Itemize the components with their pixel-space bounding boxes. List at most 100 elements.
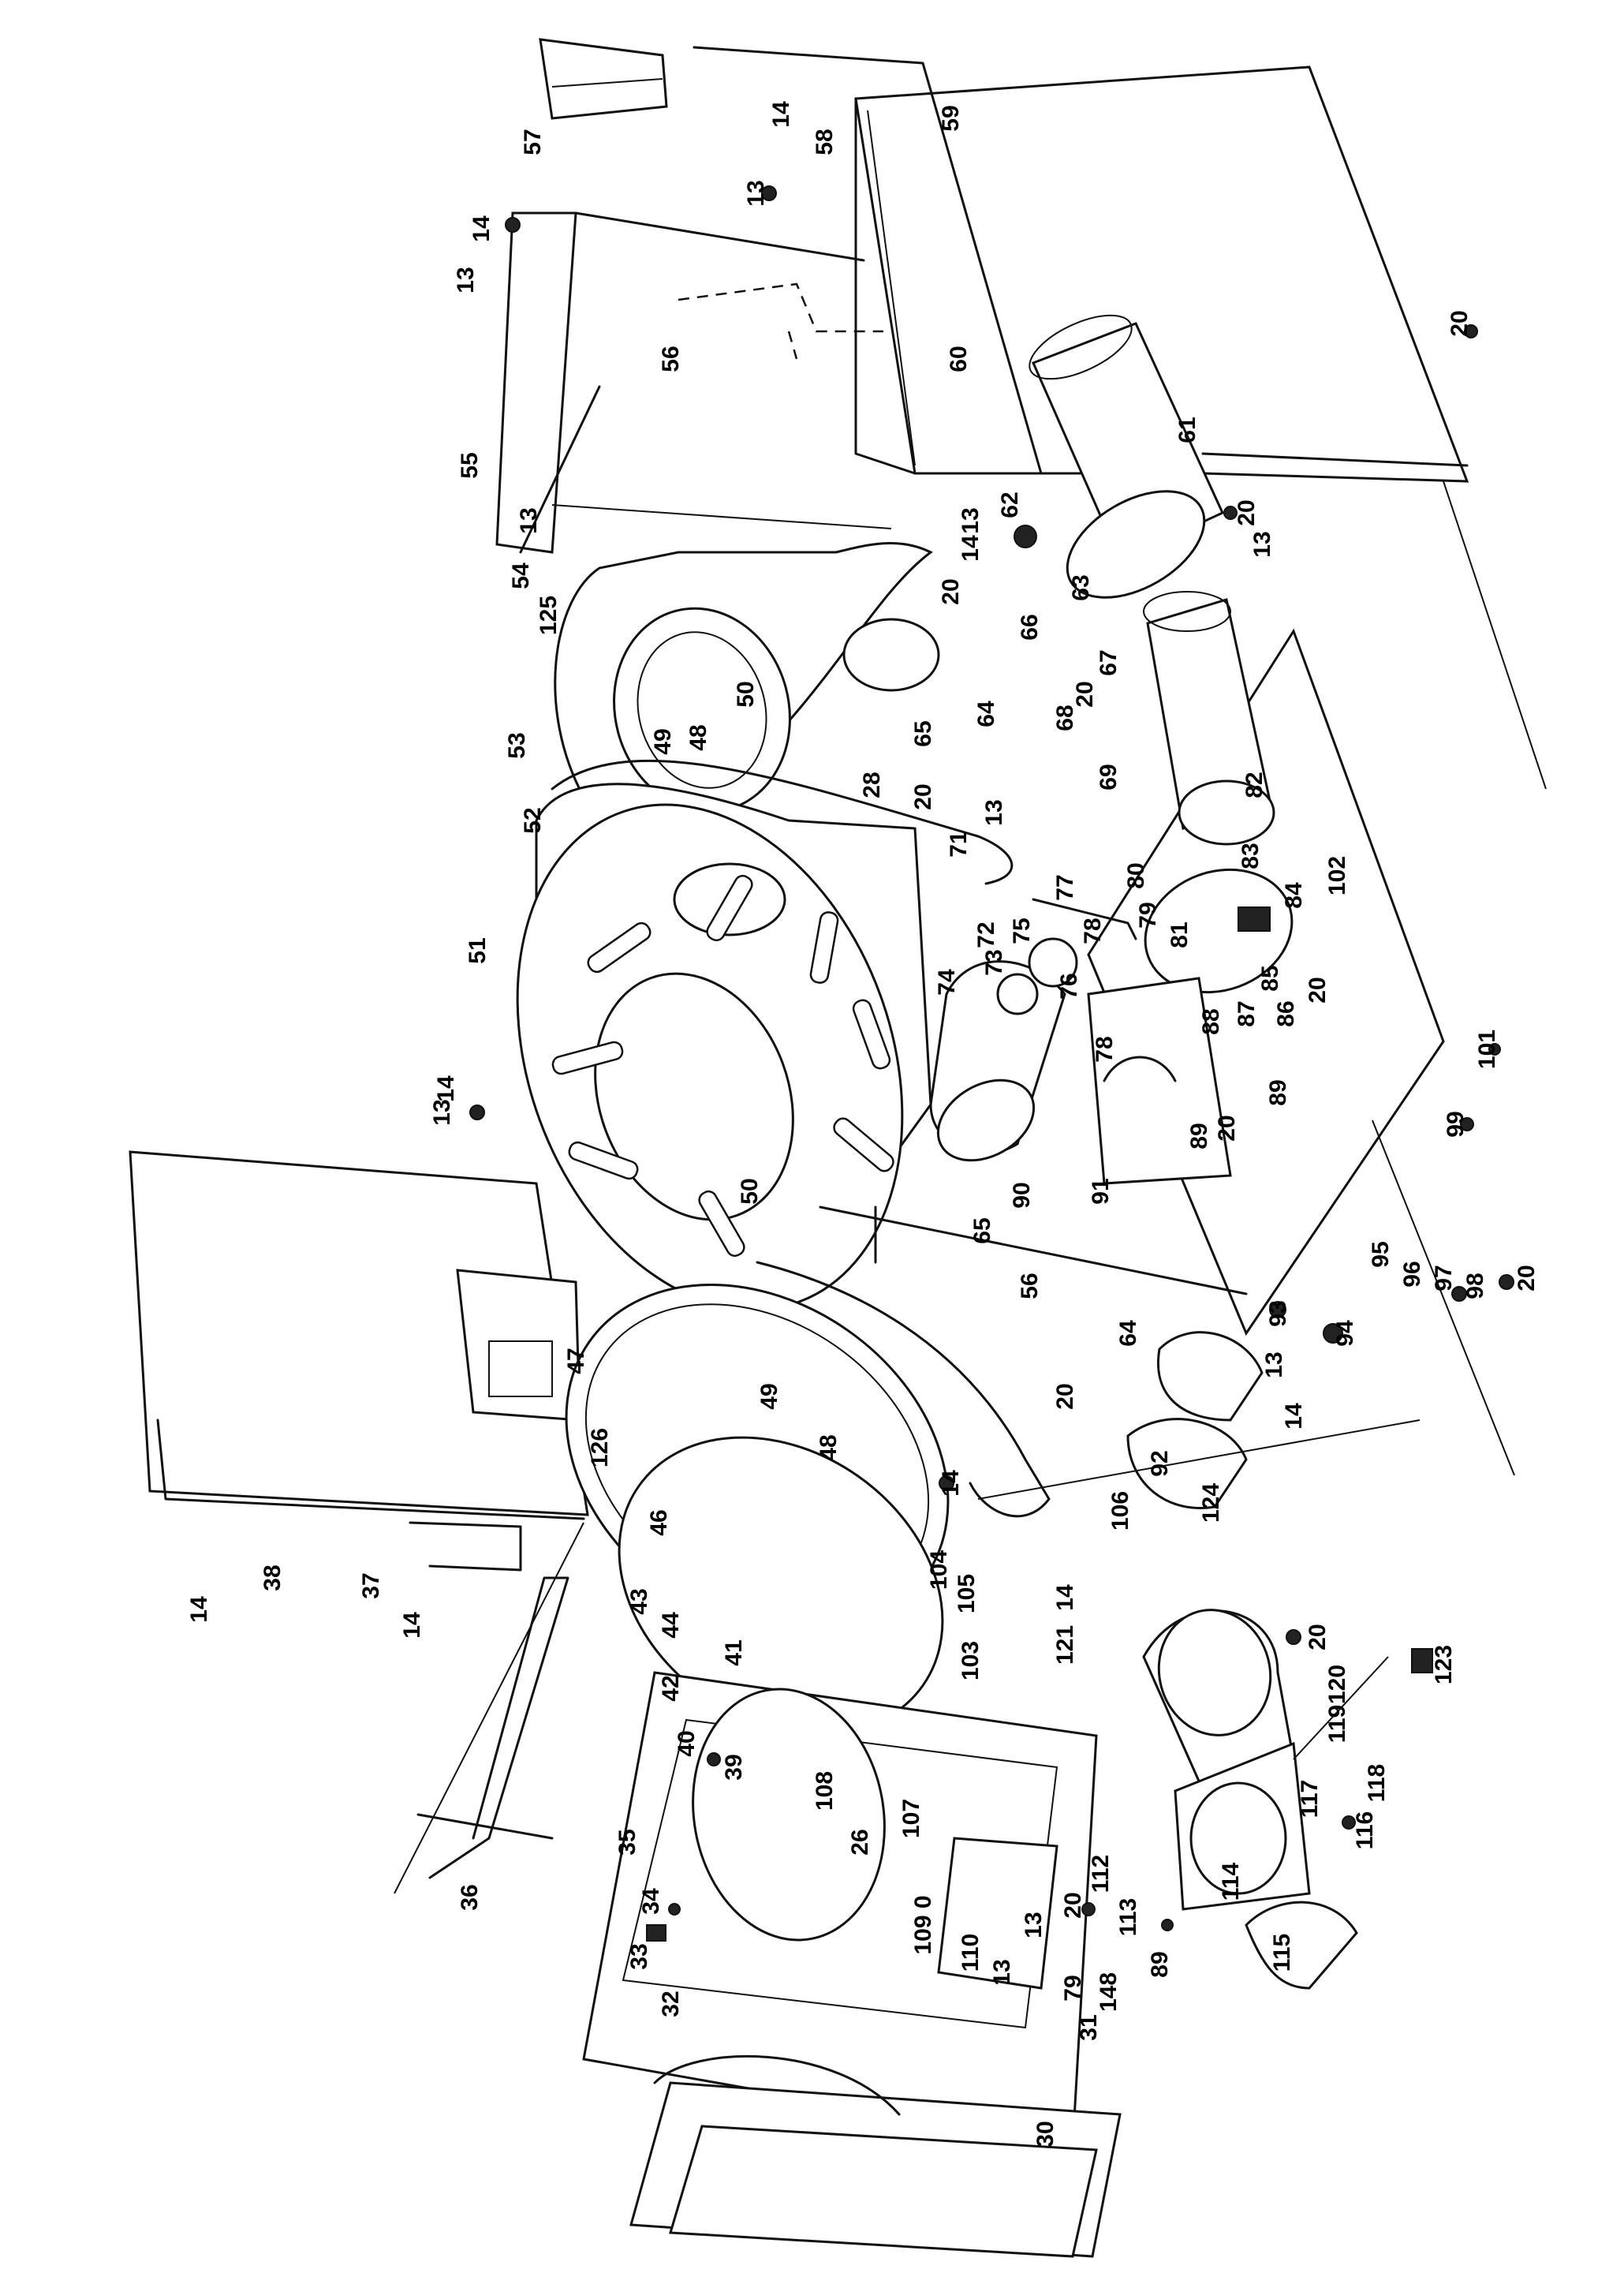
callout-p75: 75 — [1009, 918, 1035, 944]
callout-p28: 28 — [859, 772, 885, 798]
callout-p78a: 78 — [1080, 918, 1106, 944]
lint-cover — [1245, 1901, 1358, 1990]
top-frame-rail — [495, 211, 892, 554]
left-side-panel — [129, 1150, 589, 1572]
callout-p49a: 49 — [756, 1383, 782, 1409]
callout-p59: 59 — [938, 105, 964, 131]
callout-p41: 41 — [721, 1639, 747, 1665]
callout-p44: 44 — [658, 1612, 684, 1639]
callout-p120: 120 — [1324, 1665, 1350, 1704]
callout-p101: 101 — [1474, 1030, 1500, 1069]
callout-p35: 35 — [614, 1829, 640, 1855]
callout-p148: 148 — [1096, 1972, 1122, 2012]
front-bulkhead — [582, 1671, 1098, 2148]
callout-p26: 26 — [847, 1829, 873, 1855]
callout-p53: 53 — [504, 732, 530, 758]
idler-arm — [1032, 898, 1137, 940]
callout-p48a: 48 — [816, 1434, 842, 1460]
callout-p52: 52 — [520, 807, 546, 833]
callout-p46: 46 — [646, 1509, 672, 1535]
callout-p124: 124 — [1198, 1483, 1224, 1523]
callout-p14a: 14 — [186, 1596, 212, 1623]
callout-p13f: 13 — [516, 507, 542, 533]
callout-p50b: 50 — [733, 681, 759, 707]
callout-p13a: 13 — [1261, 1351, 1287, 1377]
callout-p13c: 13 — [958, 507, 984, 533]
callout-p48b: 48 — [685, 724, 711, 750]
callout-p117: 117 — [1297, 1780, 1323, 1818]
callout-p115: 115 — [1269, 1934, 1295, 1972]
motor-bracket — [1087, 977, 1232, 1185]
tumbler-drum — [516, 783, 932, 1311]
cabinet-top-panel — [854, 65, 1469, 483]
callout-p34: 34 — [638, 1888, 664, 1915]
callout-p65a: 65 — [969, 1217, 995, 1243]
left-brace — [416, 1576, 569, 1879]
callout-p112: 112 — [1088, 1855, 1114, 1893]
callout-p116: 116 — [1352, 1811, 1378, 1849]
callout-p94: 94 — [1332, 1320, 1358, 1347]
callout-p85: 85 — [1257, 965, 1283, 991]
callout-p88: 88 — [1198, 1008, 1224, 1034]
callout-p13d: 13 — [1249, 531, 1275, 557]
callout-p113: 113 — [1115, 1898, 1141, 1936]
callout-p14b: 14 — [399, 1612, 425, 1639]
callout-p121: 121 — [1052, 1625, 1078, 1665]
callout-p72: 72 — [973, 921, 999, 948]
callout-p81: 81 — [1167, 921, 1193, 948]
callout-p87: 87 — [1234, 1000, 1260, 1026]
callout-p14c: 14 — [938, 1470, 964, 1497]
callout-p73: 73 — [981, 949, 1007, 975]
callout-p82: 82 — [1241, 772, 1267, 798]
callout-p14e: 14 — [1281, 1403, 1307, 1430]
part-57-bracket — [539, 38, 668, 120]
callout-p96: 96 — [1399, 1261, 1425, 1287]
callout-p74: 74 — [934, 969, 960, 996]
callout-p125: 125 — [536, 596, 562, 635]
callout-p64a: 64 — [1115, 1320, 1141, 1347]
callout-p71: 71 — [946, 831, 972, 857]
leader-lines — [394, 480, 1547, 1894]
callout-p118: 118 — [1364, 1764, 1390, 1802]
callout-p77: 77 — [1052, 874, 1078, 900]
callout-p79a: 79 — [1135, 902, 1161, 928]
callout-p32: 32 — [658, 1991, 684, 2017]
callout-p13i: 13 — [1021, 1912, 1047, 1938]
rear-bearing-plate — [554, 541, 940, 813]
exhaust-tube — [1126, 1331, 1264, 1509]
callout-p20g: 20 — [910, 783, 936, 809]
callout-p13h: 13 — [429, 1099, 455, 1125]
callout-p20j: 20 — [1447, 310, 1473, 336]
callout-p57: 57 — [520, 129, 546, 155]
callout-p30: 30 — [1032, 2121, 1058, 2147]
callout-p103: 103 — [958, 1641, 984, 1680]
callout-p61: 61 — [1174, 417, 1200, 443]
callout-p110: 110 — [958, 1934, 984, 1972]
callout-p14d: 14 — [1052, 1584, 1078, 1611]
callout-p13e: 13 — [743, 180, 769, 206]
callout-p66: 66 — [1017, 614, 1043, 640]
callout-p56a: 56 — [1017, 1273, 1043, 1299]
callout-p13b: 13 — [981, 799, 1007, 825]
callout-p14i: 14 — [433, 1075, 459, 1102]
callout-p80: 80 — [1123, 862, 1149, 888]
callout-p83: 83 — [1238, 843, 1264, 869]
fasteners — [469, 185, 1514, 1942]
callout-p33: 33 — [626, 1943, 652, 1969]
callout-p76: 76 — [1056, 973, 1082, 999]
callout-p14g: 14 — [768, 101, 794, 128]
callout-p20i: 20 — [1234, 499, 1260, 525]
callout-p14h: 14 — [469, 215, 495, 242]
callout-p64b: 64 — [973, 701, 999, 727]
callout-p56b: 56 — [658, 346, 684, 372]
callout-p20b: 20 — [1305, 1624, 1331, 1650]
drive-motor — [929, 937, 1078, 1162]
callout-p123: 123 — [1431, 1645, 1457, 1684]
callout-p20e: 20 — [1214, 1115, 1240, 1141]
callout-p97: 97 — [1431, 1265, 1457, 1291]
callout-p89c: 89 — [1147, 1951, 1173, 1977]
callout-p20c: 20 — [1514, 1265, 1540, 1291]
